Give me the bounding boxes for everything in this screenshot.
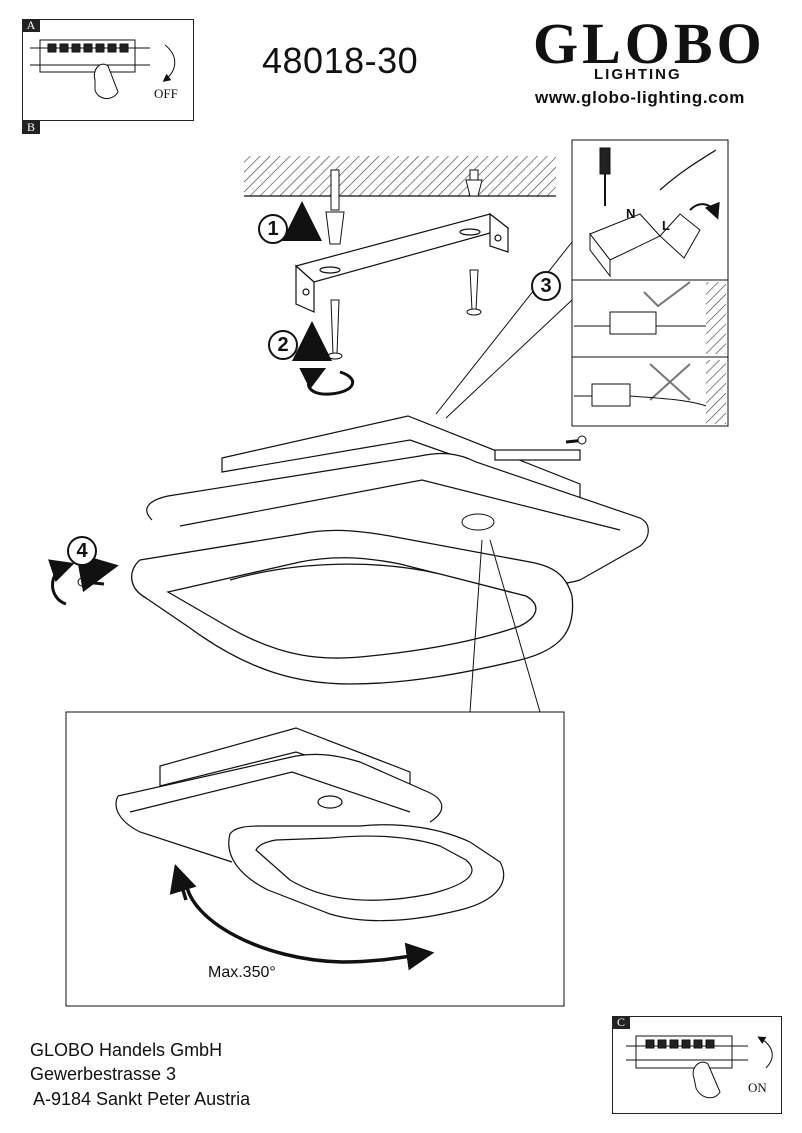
screw-icon — [327, 269, 482, 360]
lamp-ring — [131, 529, 574, 685]
brand-logo: GLOBO — [533, 11, 766, 76]
step-1-badge: 1 — [258, 214, 288, 244]
step-3-badge: 3 — [531, 271, 561, 301]
website: www.globo-lighting.com — [535, 88, 745, 107]
wiring-detail-box — [571, 139, 729, 427]
right-arrow-icon — [75, 552, 119, 593]
company-street: Gewerbestrasse 3 — [30, 1064, 177, 1084]
breaker-switch-icon — [30, 39, 176, 99]
rotation-arrow — [184, 881, 435, 971]
off-label: OFF — [154, 86, 178, 101]
panel-b-tag: B — [22, 121, 40, 134]
terminal-block — [589, 213, 701, 278]
ceiling-hatch — [244, 156, 556, 196]
company-city: A-9184 Sankt Peter Austria — [33, 1089, 251, 1109]
mounting-bracket — [294, 212, 510, 313]
check-icon — [643, 281, 691, 308]
company-name: GLOBO Handels GmbH — [30, 1040, 223, 1060]
rotation-note: Max.350° — [208, 964, 276, 981]
panel-c-tag: C — [612, 1016, 630, 1029]
lamp-base — [146, 415, 649, 585]
rotate-arrow-icon — [299, 367, 354, 396]
rotated-lamp — [115, 727, 505, 922]
on-label: ON — [748, 1080, 767, 1095]
cross-icon — [649, 363, 691, 401]
breaker-switch-icon — [626, 1035, 773, 1099]
brand-subline: LIGHTING — [594, 66, 682, 83]
step-2-badge: 2 — [268, 330, 298, 360]
terminal-label-l: L — [662, 218, 670, 233]
panel-a-tag: A — [22, 19, 40, 32]
screwdriver-icon — [599, 147, 611, 206]
model-number: 48018-30 — [262, 40, 419, 81]
rotate-arrow-icon — [47, 559, 75, 606]
panel-c-switch-on — [612, 1016, 782, 1114]
dowel-icon — [325, 169, 483, 245]
step-4-badge: 4 — [67, 536, 97, 566]
terminal-label-n: N — [626, 206, 636, 221]
